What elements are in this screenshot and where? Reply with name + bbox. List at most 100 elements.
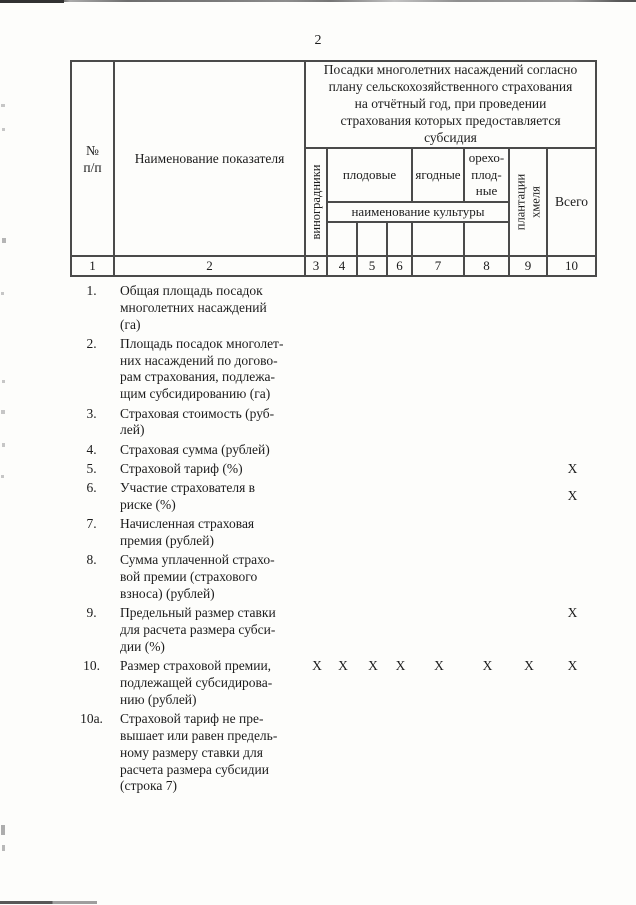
row-label: Предельный размер ставки для расчета раз… — [113, 605, 306, 655]
scan-speck — [2, 443, 5, 447]
hops-label-line: хмеля — [528, 186, 542, 218]
text-line: для расчета размера субси- — [120, 622, 276, 638]
header-num-line: п/п — [83, 159, 102, 175]
header-empty-cell — [413, 223, 463, 255]
header-cell-fruit: плодовые — [328, 149, 411, 201]
vineyards-vertical-label: виноградники — [308, 164, 323, 240]
scan-speck — [1, 292, 4, 295]
table-row: 4. Страховая сумма (рублей) — [70, 442, 597, 459]
nut-label-line: ные — [475, 183, 498, 198]
text-line: взноса) (рублей) — [120, 586, 215, 602]
text-line: Сумма уплаченной страхо- — [120, 552, 275, 568]
text-line: Начисленная страховая — [120, 516, 255, 532]
scan-artifact-top-edge — [0, 0, 636, 2]
scan-speck — [1, 825, 5, 835]
text-line: риске (%) — [120, 497, 176, 513]
row-number: 4. — [86, 441, 97, 457]
header-cell-culture-name: наименование культуры — [328, 203, 508, 221]
x-mark: X — [567, 488, 578, 504]
text-line: расчета размера субсидии — [120, 761, 270, 777]
text-line: Участие страхователя в — [120, 480, 256, 496]
header-cell-row-number: № п/п — [72, 62, 113, 255]
header-cell-nut-bearing: орехо- плод- ные — [465, 149, 508, 201]
x-mark: X — [524, 658, 534, 674]
x-mark: X — [567, 460, 578, 476]
scan-speck — [2, 238, 6, 243]
text-line: Страховая сумма (рублей) — [120, 441, 270, 457]
column-number: 6 — [388, 257, 411, 275]
row-label: Размер страховой премии, подлежащей субс… — [113, 658, 306, 708]
row-label: Страховая стоимость (руб- лей) — [113, 406, 306, 440]
row-number: 9. — [86, 605, 97, 621]
table-row: 10. Размер страховой премии, подлежащей … — [70, 658, 597, 708]
header-empty-cell — [465, 223, 508, 255]
text-line: премия (рублей) — [120, 533, 214, 549]
row-number: 10. — [83, 658, 100, 674]
x-mark: X — [567, 605, 578, 621]
text-line: Размер страховой премии, — [120, 658, 272, 674]
text-line: нию (рублей) — [120, 691, 197, 707]
subsidy-header-line: Посадки многолетних насаждений согласно — [323, 62, 578, 78]
header-cell-vineyards: виноградники — [306, 149, 326, 255]
row-number: 5. — [86, 460, 97, 476]
text-line: Страховая стоимость (руб- — [120, 405, 275, 421]
subsidy-header-line: субсидия — [424, 129, 477, 145]
subsidy-header-line: страхования которых предоставляется — [340, 112, 561, 128]
header-cell-berries: ягодные — [413, 149, 463, 201]
scan-speck — [2, 380, 5, 383]
column-number: 4 — [328, 257, 356, 275]
header-empty-cell — [388, 223, 411, 255]
row-number: 2. — [86, 335, 97, 351]
text-line: Предельный размер ставки — [120, 605, 276, 621]
header-empty-cell — [358, 223, 386, 255]
text-line: лей) — [120, 422, 145, 438]
table-row: 10а. Страховой тариф не пре- вышает или … — [70, 711, 597, 795]
column-number: 10 — [548, 257, 595, 275]
text-line: щим субсидированию (га) — [120, 386, 271, 402]
text-line: подлежащей субсидирова- — [120, 675, 273, 691]
text-line: Общая площадь посадок — [120, 283, 263, 298]
row-number: 8. — [86, 552, 97, 568]
x-mark: X — [395, 658, 406, 674]
column-number: 8 — [465, 257, 508, 275]
column-number: 3 — [306, 257, 326, 275]
header-cell-subsidy-description: Посадки многолетних насаждений согласно … — [306, 62, 595, 147]
row-label: Страховая сумма (рублей) — [113, 442, 306, 459]
row-label: Общая площадь посадок многолетних насажд… — [113, 283, 306, 333]
nut-label-line: орехо- — [468, 150, 505, 165]
subsidy-header-line: плану сельскохозяйственного страхования — [328, 79, 573, 95]
header-cell-hop-plantations: плантации хмеля — [510, 149, 546, 255]
table-row: 5. Страховой тариф (%) X — [70, 461, 597, 478]
row-label: Страховой тариф (%) — [113, 461, 306, 478]
table-row: 9. Предельный размер ставки для расчета … — [70, 605, 597, 655]
header-cell-indicator-name: Наименование показателя — [115, 62, 304, 255]
scan-speck — [1, 410, 5, 414]
column-number: 9 — [510, 257, 546, 275]
x-mark: X — [567, 658, 578, 674]
text-line: них насаждений по догово- — [120, 352, 278, 368]
row-label: Участие страхователя в риске (%) — [113, 480, 306, 514]
header-num-line: № — [86, 142, 99, 158]
x-mark: X — [368, 658, 378, 674]
text-line: вышает или равен предель- — [120, 727, 278, 743]
text-line: дии (%) — [120, 638, 165, 654]
row-label: Сумма уплаченной страхо- вой премии (стр… — [113, 552, 306, 602]
table-row: 1. Общая площадь посадок многолетних нас… — [70, 283, 597, 333]
table-row: 8. Сумма уплаченной страхо- вой премии (… — [70, 552, 597, 602]
x-mark: X — [312, 658, 322, 674]
table-row: 7. Начисленная страховая премия (рублей) — [70, 516, 597, 550]
text-line: Площадь посадок многолет- — [120, 335, 284, 351]
text-line: (га) — [120, 316, 141, 332]
row-number: 6. — [86, 480, 97, 496]
column-number: 1 — [72, 257, 113, 275]
table-row: 6. Участие страхователя в риске (%) X — [70, 480, 597, 514]
text-line: многолетних насаждений — [120, 299, 267, 315]
row-number: 3. — [86, 405, 97, 421]
table-row: 2. Площадь посадок многолет- них насажде… — [70, 336, 597, 403]
nut-label-line: плод- — [471, 166, 502, 182]
column-number: 7 — [413, 257, 463, 275]
row-number: 10а. — [80, 711, 103, 727]
x-mark: X — [434, 658, 444, 674]
row-label: Страховой тариф не пре- вышает или равен… — [113, 711, 306, 795]
